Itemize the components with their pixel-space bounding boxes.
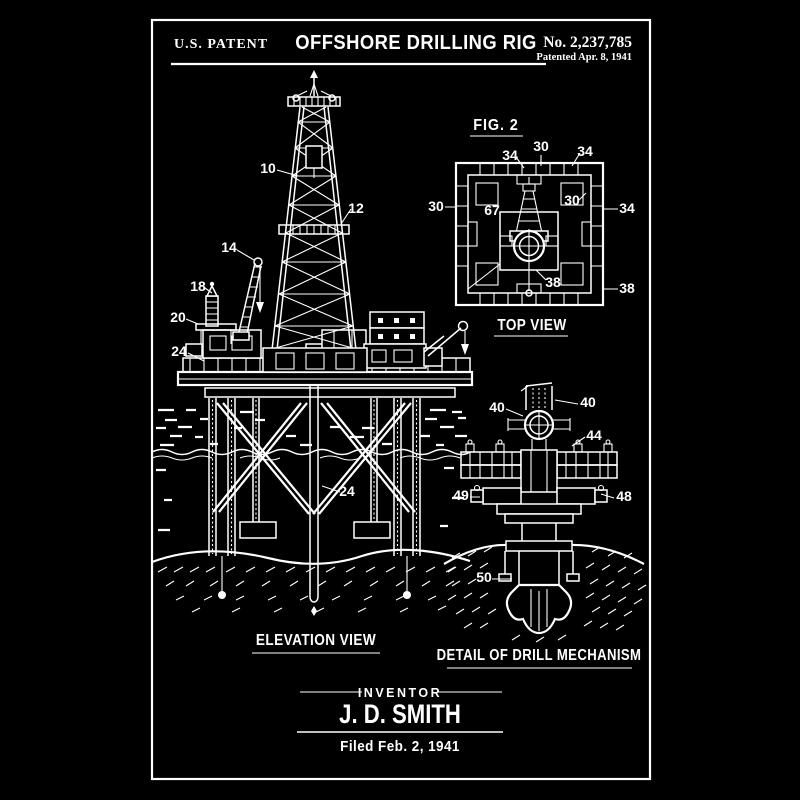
ref-label-40-left: 40 xyxy=(489,399,505,415)
ref-label-18: 18 xyxy=(190,278,206,294)
ref-label-30-left: 30 xyxy=(428,198,444,214)
detail-seabed xyxy=(443,543,647,643)
patent-date: Patented Apr. 8, 1941 xyxy=(536,52,632,63)
ref-label-34-top-right: 34 xyxy=(577,143,593,159)
drill-detail-drawing xyxy=(443,382,647,643)
top-view-drawing xyxy=(445,152,618,307)
ref-label-38-inner: 38 xyxy=(545,274,561,290)
ref-label-38-right: 38 xyxy=(619,280,635,296)
patent-office-label: U.S. PATENT xyxy=(174,37,268,52)
ref-label-40-right: 40 xyxy=(580,394,596,410)
ref-label-44: 44 xyxy=(586,427,602,443)
derrick-tower xyxy=(262,70,368,373)
deck-crane xyxy=(232,257,264,341)
ref-label-12: 12 xyxy=(348,200,364,216)
ref-label-14: 14 xyxy=(221,239,237,255)
elevation-caption: ELEVATION VIEW xyxy=(256,632,376,649)
seabed xyxy=(151,548,471,613)
ref-label-30-top: 30 xyxy=(533,138,549,154)
inventor-label: INVENTOR xyxy=(358,686,442,700)
water-texture xyxy=(151,408,471,532)
fig2-label: FIG. 2 xyxy=(473,116,518,134)
patent-number: No. 2,237,785 xyxy=(543,34,632,51)
page-title: OFFSHORE DRILLING RIG xyxy=(295,32,537,54)
ref-label-50: 50 xyxy=(476,569,492,585)
ref-label-24-deck: 24 xyxy=(171,343,187,359)
top-view-caption: TOP VIEW xyxy=(497,317,566,334)
drill-detail-labels: 40 40 44 49 48 50 DETAIL OF DRILL MECHAN… xyxy=(437,394,642,669)
top-view-leader-lines xyxy=(445,152,618,290)
drill-detail-caption: DETAIL OF DRILL MECHANISM xyxy=(437,647,642,664)
detail-leader-lines xyxy=(470,399,615,580)
ref-label-10: 10 xyxy=(260,160,276,176)
filed-date: Filed Feb. 2, 1941 xyxy=(340,738,460,755)
ref-label-24-drill: 24 xyxy=(339,483,355,499)
ref-label-67: 67 xyxy=(484,202,500,218)
drill-string xyxy=(305,145,323,616)
ref-label-34-right: 34 xyxy=(619,200,635,216)
ref-label-34-top-left: 34 xyxy=(502,147,518,163)
top-view-labels: FIG. 2 30 34 34 30 67 30 34 38 38 TOP VI… xyxy=(428,116,635,337)
ref-label-48: 48 xyxy=(616,488,632,504)
elevation-leader-lines xyxy=(185,169,352,493)
ref-label-30-inner: 30 xyxy=(564,192,580,208)
ref-label-49: 49 xyxy=(453,487,469,503)
header: U.S. PATENT OFFSHORE DRILLING RIG No. 2,… xyxy=(174,32,632,63)
platform-legs xyxy=(208,398,421,599)
elevation-labels: 10 12 14 18 20 24 24 ELEVATION VIEW xyxy=(170,160,380,654)
inventor-name: J. D. SMITH xyxy=(339,700,461,730)
elevation-view-drawing xyxy=(151,70,474,616)
detail-wellhead xyxy=(460,382,618,635)
page-frame xyxy=(150,18,652,781)
footer: INVENTOR J. D. SMITH Filed Feb. 2, 1941 xyxy=(297,686,503,755)
ref-label-20: 20 xyxy=(170,309,186,325)
